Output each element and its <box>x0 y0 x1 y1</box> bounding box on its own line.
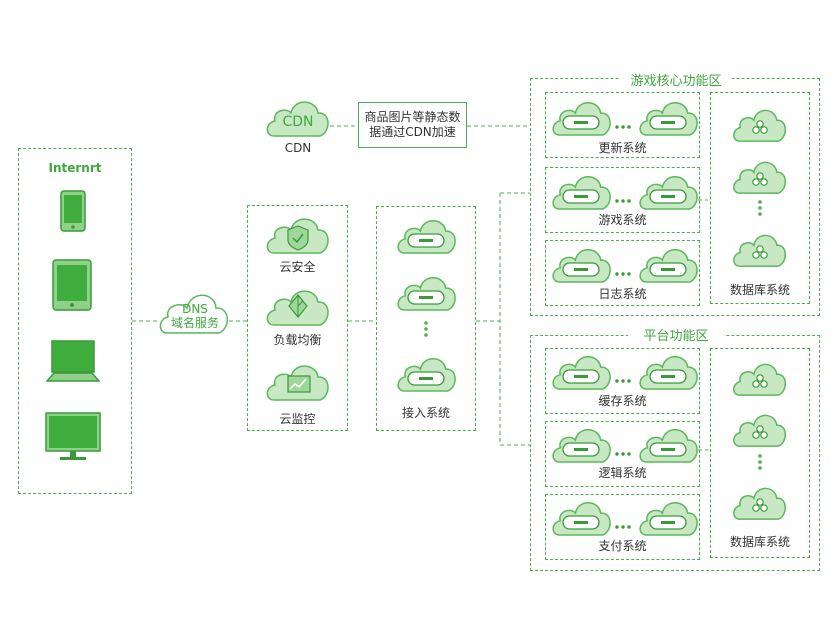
cache-server-b <box>639 356 698 390</box>
game-db-ellipsis <box>758 200 762 216</box>
shield-icon <box>266 218 329 254</box>
update-system-box <box>545 92 700 158</box>
cdn-cloud-label: CDN <box>282 114 314 130</box>
update-server-b <box>639 102 698 136</box>
cache-ellipsis <box>615 379 631 383</box>
cdn-note-line-1: 商品图片等静态数 <box>364 110 461 124</box>
pay-system-label: 支付系统 <box>598 539 647 553</box>
game-server-b <box>639 176 698 210</box>
access-panel <box>376 206 476 431</box>
phone-icon <box>60 190 86 232</box>
cache-system-label: 缓存系统 <box>598 394 647 408</box>
platform-db-box <box>710 348 810 558</box>
platform-db-cloud-2 <box>733 414 787 447</box>
update-system-label: 更新系统 <box>598 141 647 155</box>
cloud-services-panel <box>247 205 348 431</box>
dns-line-1: DNS <box>182 302 208 316</box>
access-servers <box>397 220 456 392</box>
internet-panel <box>18 148 132 494</box>
logic-ellipsis <box>615 452 631 456</box>
platform-zone-title: 平台功能区 <box>628 325 724 344</box>
platform-db-label: 数据库系统 <box>729 535 790 549</box>
cdn-note-box: 商品图片等静态数 据通过CDN加速 <box>358 102 467 148</box>
logic-server-a <box>552 429 611 463</box>
cdn-caption: CDN <box>284 141 312 155</box>
access-server-2 <box>397 277 456 311</box>
cdn-note-line-2: 据通过CDN加速 <box>369 125 456 139</box>
logic-server-b <box>639 429 698 463</box>
game-zone-title: 游戏核心功能区 <box>620 70 732 89</box>
game-system-box <box>545 167 700 233</box>
monitor-icon <box>45 412 101 460</box>
dns-label: DNS 域名服务 <box>157 302 233 330</box>
log-system-box <box>545 240 700 306</box>
logic-system-box <box>545 421 700 487</box>
tablet-icon <box>52 259 92 311</box>
logic-system-label: 逻辑系统 <box>598 466 647 480</box>
monitor-chart-icon <box>266 365 329 401</box>
game-ellipsis <box>615 199 631 203</box>
platform-db-cloud-1 <box>733 363 787 396</box>
pay-ellipsis <box>615 525 631 529</box>
pay-system-box <box>545 494 700 560</box>
load-balance-label: 负载均衡 <box>273 333 322 347</box>
game-db-box <box>710 92 810 304</box>
cdn-cloud <box>266 101 329 137</box>
laptop-icon <box>46 340 100 382</box>
dns-cloud <box>159 294 228 334</box>
log-server-b <box>639 249 698 283</box>
pay-server-b <box>639 502 698 536</box>
access-label: 接入系统 <box>401 406 450 420</box>
log-system-label: 日志系统 <box>598 287 647 301</box>
cloud-security-label: 云安全 <box>279 260 316 274</box>
game-db-cloud-3 <box>733 234 787 267</box>
game-server-a <box>552 176 611 210</box>
cache-system-box <box>545 348 700 414</box>
platform-db-cloud-3 <box>733 487 787 520</box>
access-server-1 <box>397 220 456 254</box>
game-db-cloud-1 <box>733 109 787 142</box>
log-server-a <box>552 249 611 283</box>
update-server-a <box>552 102 611 136</box>
pay-server-a <box>552 502 611 536</box>
cache-server-a <box>552 356 611 390</box>
game-db-cloud-2 <box>733 161 787 194</box>
platform-db-ellipsis <box>758 454 762 470</box>
update-ellipsis <box>615 125 631 129</box>
internet-label: Internrt <box>48 161 102 175</box>
access-ellipsis <box>424 321 428 337</box>
cloud-monitor-label: 云监控 <box>279 412 316 426</box>
dns-line-2: 域名服务 <box>170 316 219 330</box>
access-server-3 <box>397 358 456 392</box>
game-system-label: 游戏系统 <box>598 213 647 227</box>
log-ellipsis <box>615 272 631 276</box>
load-balancer-icon <box>266 290 329 326</box>
game-db-label: 数据库系统 <box>729 283 790 297</box>
